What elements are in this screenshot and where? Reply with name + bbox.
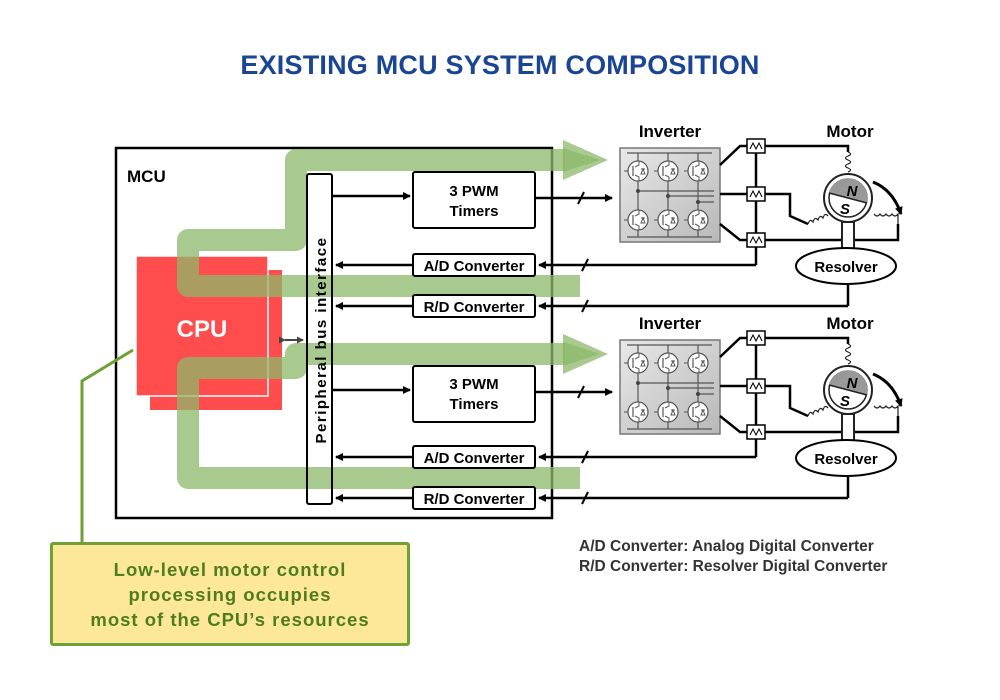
callout-line-2: processing occupies bbox=[128, 583, 332, 605]
pwm-label-line2: Timers bbox=[450, 396, 499, 413]
rotation-arrow-icon bbox=[872, 180, 903, 215]
processing-flow bbox=[177, 149, 580, 489]
current-sensor-icon bbox=[746, 378, 766, 394]
inverter-block bbox=[619, 147, 721, 243]
svg-text:N: N bbox=[847, 183, 859, 200]
channel-1: 3 PWM Timers A/D Converter R/D Converter bbox=[332, 171, 848, 318]
rd-converter-label: R/D Converter bbox=[424, 299, 525, 316]
motor-label: Motor bbox=[826, 314, 874, 333]
legend-line-2: R/D Converter: Resolver Digital Converte… bbox=[579, 558, 888, 575]
pwm-timers-block bbox=[412, 171, 536, 229]
svg-text:N: N bbox=[847, 375, 859, 392]
power-stage-2: Inverter Motor N S Resolver bbox=[619, 314, 903, 498]
current-sensor-icon bbox=[746, 138, 766, 154]
callout-line-1: Low-level motor control bbox=[113, 558, 347, 580]
pwm-label-line1: 3 PWM bbox=[449, 183, 498, 200]
current-sensor-icon bbox=[746, 232, 766, 248]
legend-line-1: A/D Converter: Analog Digital Converter bbox=[579, 538, 874, 555]
ad-converter-label: A/D Converter bbox=[424, 450, 525, 467]
abbreviation-legend: A/D Converter: Analog Digital Converter … bbox=[579, 537, 887, 577]
resolver-label: Resolver bbox=[814, 451, 878, 468]
cpu-label: CPU bbox=[177, 316, 228, 343]
inverter-block bbox=[619, 339, 721, 435]
motor-rotor-icon: N S bbox=[823, 365, 873, 415]
pwm-timers-block bbox=[412, 365, 536, 423]
inverter-label: Inverter bbox=[639, 122, 702, 141]
svg-text:S: S bbox=[840, 201, 850, 218]
mcu-label: MCU bbox=[127, 167, 166, 186]
pwm-label-line1: 3 PWM bbox=[449, 376, 498, 393]
inverter-label: Inverter bbox=[639, 314, 702, 333]
motor-coil-icon bbox=[844, 343, 852, 365]
flow-path-upper bbox=[177, 149, 580, 297]
pwm-label-line2: Timers bbox=[450, 203, 499, 220]
peripheral-bus-box bbox=[306, 173, 333, 505]
resolver-block bbox=[795, 439, 897, 477]
channel-2: 3 PWM Timers A/D Converter R/D Converter bbox=[332, 365, 848, 510]
ad-converter-label: A/D Converter bbox=[424, 258, 525, 275]
current-sensor-icon bbox=[746, 186, 766, 202]
motor-rotor-icon: N S bbox=[823, 173, 873, 223]
peripheral-bus-label: Peripheral bus interface bbox=[313, 237, 330, 444]
callout-leader-line bbox=[80, 348, 134, 542]
current-sensor-icon bbox=[746, 424, 766, 440]
callout-note: Low-level motor control processing occup… bbox=[50, 542, 410, 646]
flow-path-lower bbox=[177, 343, 580, 489]
callout-line-3: most of the CPU’s resources bbox=[90, 608, 370, 630]
resolver-label: Resolver bbox=[814, 259, 878, 276]
motor-coil-icon bbox=[844, 151, 852, 173]
rd-converter-label: R/D Converter bbox=[424, 491, 525, 508]
power-stage-1: Inverter Motor N S Resolver bbox=[619, 122, 903, 306]
rotation-arrow-icon bbox=[872, 372, 903, 407]
svg-text:S: S bbox=[840, 393, 850, 410]
motor-label: Motor bbox=[826, 122, 874, 141]
current-sensor-icon bbox=[746, 330, 766, 346]
resolver-block bbox=[795, 247, 897, 285]
diagram-title: EXISTING MCU SYSTEM COMPOSITION bbox=[240, 50, 760, 80]
